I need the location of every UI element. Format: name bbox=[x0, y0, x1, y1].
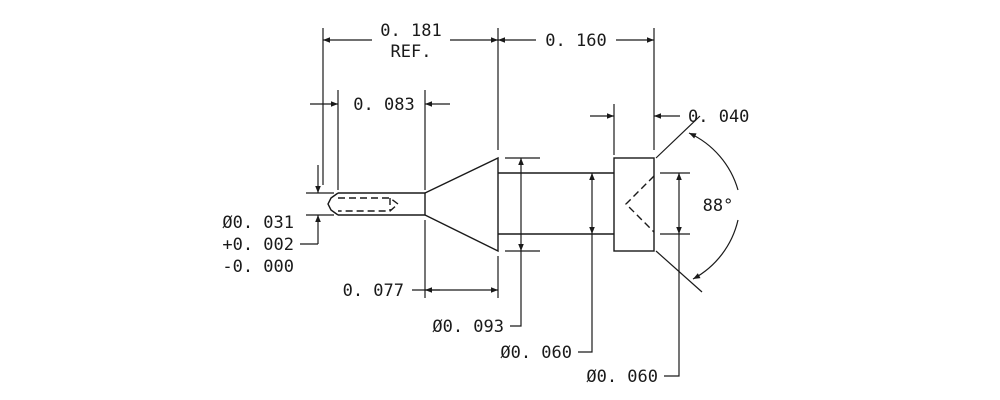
dimension-labels: 0. 181 REF. 0. 160 0. 083 0. 040 Ø0. 031… bbox=[222, 21, 749, 387]
pin-part-outline bbox=[327, 156, 655, 253]
cone-angle-label: 88° bbox=[703, 196, 734, 216]
overall-ref-label: 0. 181 bbox=[380, 21, 441, 41]
tapered-cone bbox=[424, 156, 499, 253]
head bbox=[613, 157, 655, 252]
head-thickness-label: 0. 040 bbox=[688, 107, 749, 127]
head-diameter-label: Ø0. 060 bbox=[586, 367, 658, 387]
extension-lines bbox=[306, 28, 703, 298]
tip-diameter-label: Ø0. 031 bbox=[222, 213, 294, 233]
tip-tolerance-plus: +0. 002 bbox=[222, 235, 294, 255]
collar-diameter-label: Ø0. 093 bbox=[432, 317, 504, 337]
right-length-label: 0. 160 bbox=[545, 31, 606, 51]
overall-ref-note: REF. bbox=[391, 42, 432, 62]
shaft-diameter-label: Ø0. 060 bbox=[500, 343, 572, 363]
hidden-tip-bore bbox=[338, 197, 400, 212]
tip-tolerance-minus: -0. 000 bbox=[222, 257, 294, 277]
taper-length-label: 0. 077 bbox=[343, 281, 404, 301]
shaft bbox=[498, 172, 614, 235]
tip-point bbox=[327, 192, 339, 216]
tip-body bbox=[338, 192, 426, 216]
hidden-cone-socket bbox=[625, 175, 655, 233]
dimension-lines bbox=[300, 37, 739, 377]
tip-length-label: 0. 083 bbox=[353, 95, 414, 115]
